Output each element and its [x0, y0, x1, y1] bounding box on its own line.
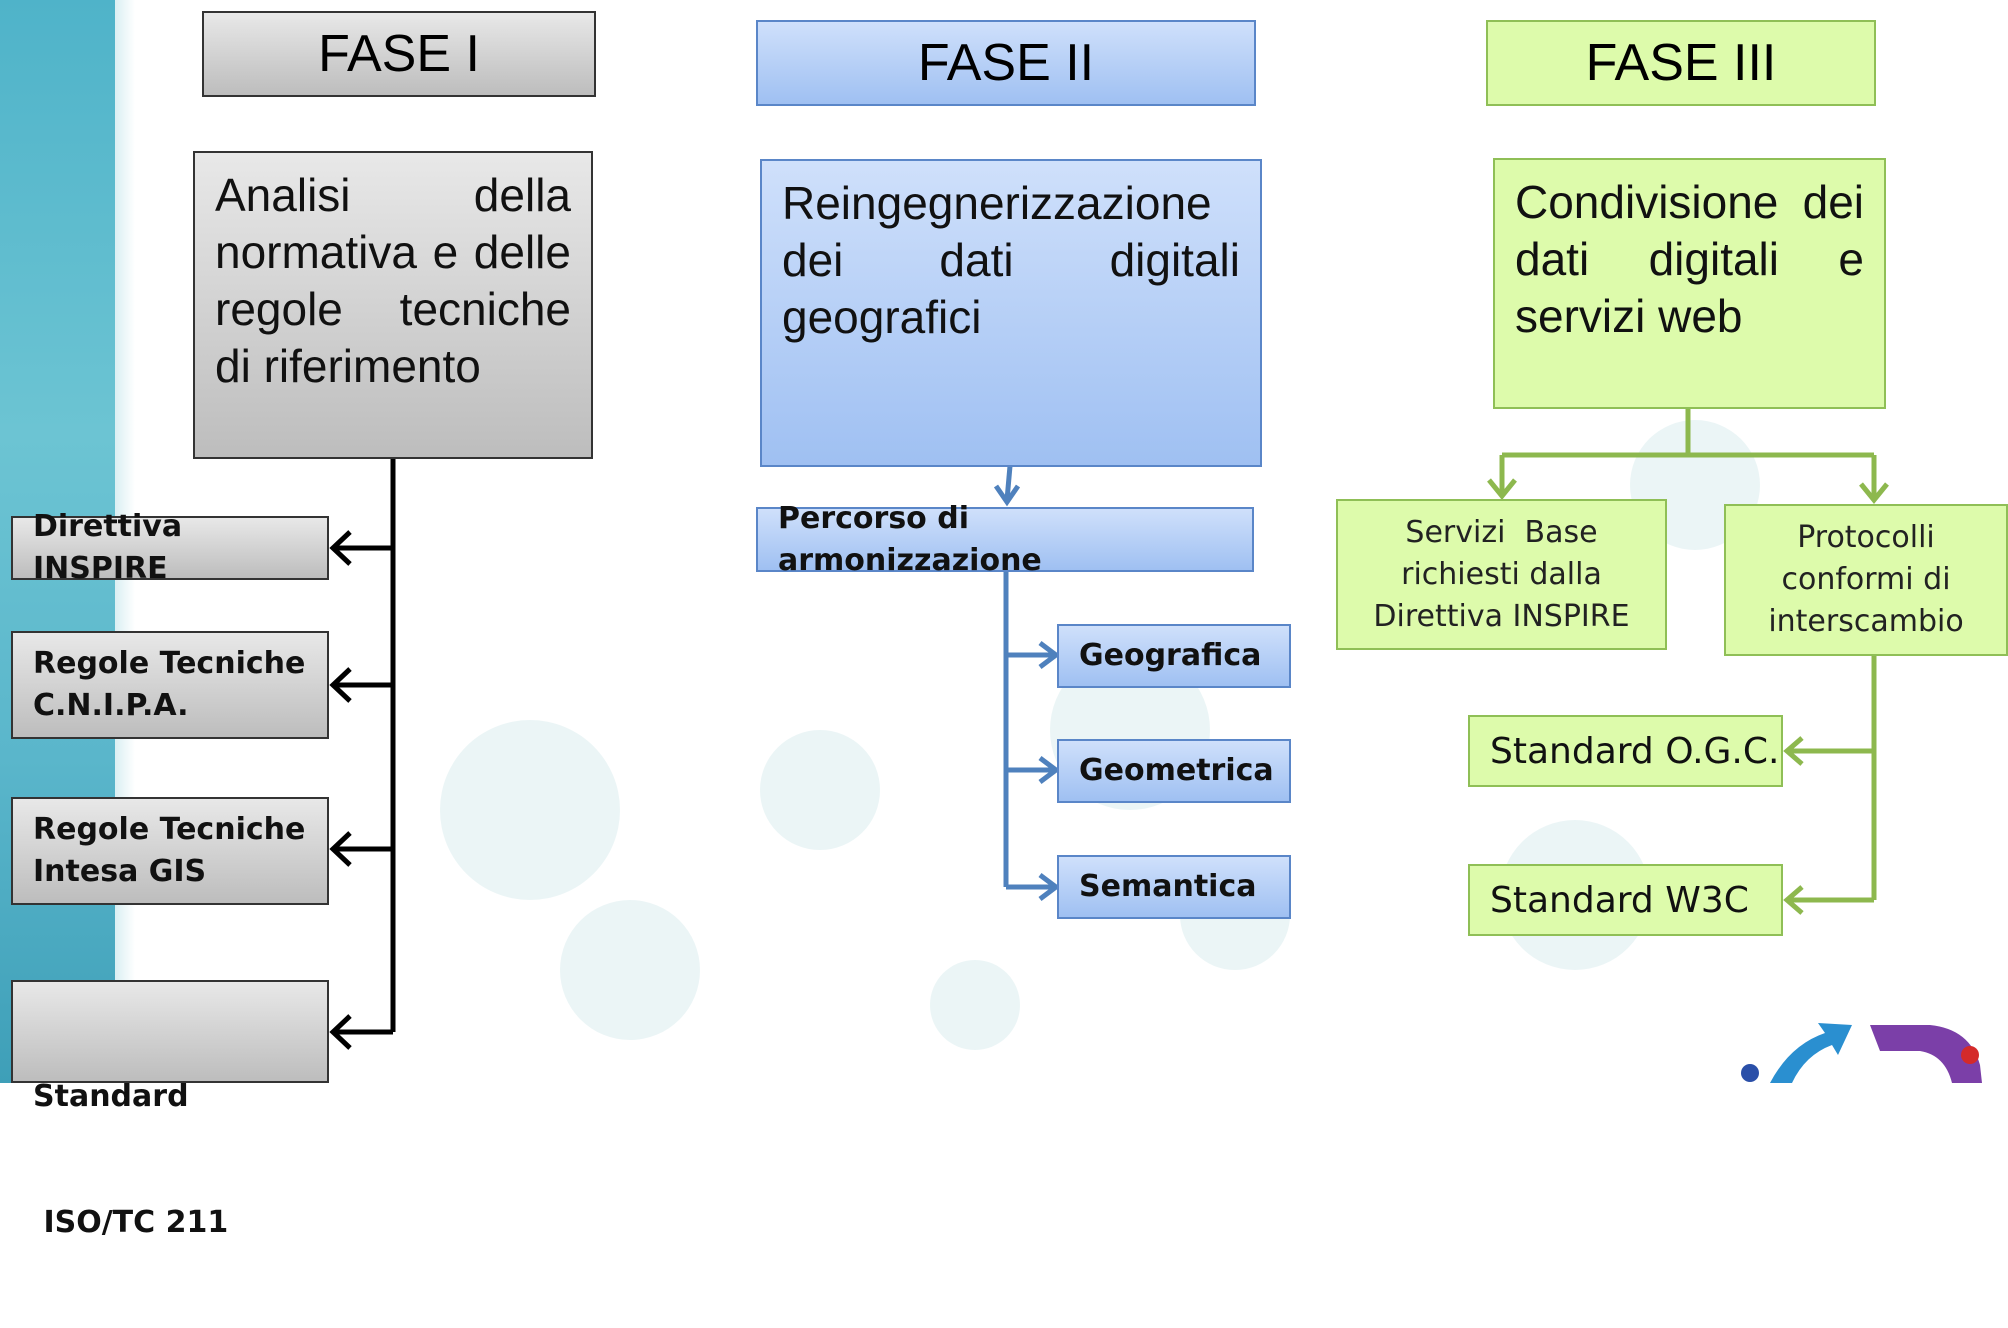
background-bubble	[930, 960, 1020, 1050]
phase3-protocols-label: Protocolli	[1797, 520, 1935, 555]
phase1-item-inspire: Direttiva INSPIRE	[11, 509, 329, 586]
phase2-item-label: Geografica	[1079, 638, 1262, 673]
phase3-description-box: Condivisione dei dati digitali e servizi…	[1493, 158, 1886, 409]
phase3-description: Condivisione dei dati digitali e servizi…	[1515, 176, 1864, 342]
background-bubble	[560, 900, 700, 1040]
phase1-header: FASE I	[202, 11, 596, 97]
phase1-item-label: Direttiva INSPIRE	[33, 509, 183, 586]
connector-lines	[329, 408, 1889, 1050]
phase1-description-box: Analisi della normativa e delle regole t…	[193, 151, 593, 459]
phase2-item-label: Geometrica	[1079, 753, 1274, 788]
phase1-item-label: C.N.I.P.A.	[33, 688, 189, 723]
phase2-item-semantica: Semantica	[1057, 855, 1291, 919]
phase3-services-box: Servizi Base richiesti dalla Direttiva I…	[1336, 499, 1667, 650]
phase2-item-geografica: Geografica	[1057, 624, 1291, 688]
phase2-header-label: FASE II	[917, 34, 1095, 92]
phase2-harmonization-label: Percorso di armonizzazione	[778, 500, 1042, 578]
phase3-standard-label: Standard O.G.C.	[1490, 730, 1780, 772]
phase3-header: FASE III	[1486, 20, 1876, 106]
phase3-protocols-box: Protocolli conformi di interscambio	[1724, 504, 2008, 656]
phase3-services-label: Direttiva INSPIRE	[1373, 598, 1630, 634]
phase2-header: FASE II	[756, 20, 1256, 106]
phase3-protocols-label: interscambio	[1768, 604, 1964, 639]
phase3-services-label: Servizi Base	[1405, 514, 1598, 550]
logo-icon	[1741, 1023, 1982, 1083]
phase3-standard-ogc: Standard O.G.C.	[1468, 715, 1783, 787]
background-bubble	[760, 730, 880, 850]
phase1-description: Analisi della normativa e delle regole t…	[215, 169, 571, 392]
phase1-header-label: FASE I	[318, 25, 480, 83]
phase1-item-intesa-gis: Regole Tecniche Intesa GIS	[11, 797, 329, 905]
phase2-item-geometrica: Geometrica	[1057, 739, 1291, 803]
background-bubble	[440, 720, 620, 900]
phase2-item-label: Semantica	[1079, 869, 1257, 904]
phase3-connectors	[1487, 408, 1889, 915]
phase3-services-label: richiesti dalla	[1401, 556, 1602, 592]
phase2-connectors	[993, 465, 1061, 901]
phase1-item-label: Regole Tecniche	[33, 646, 306, 681]
phase1-item-label: Regole Tecniche	[33, 812, 306, 847]
phase2-description-box: Reingegnerizzazione dei dati digitali ge…	[760, 159, 1262, 467]
phase3-standard-w3c: Standard W3C	[1468, 864, 1783, 936]
phase1-connectors	[329, 458, 396, 1050]
phase3-standard-label: Standard W3C	[1490, 879, 1749, 921]
phase2-harmonization-box: Percorso di armonizzazione	[756, 501, 1254, 578]
phase1-item-label: Intesa GIS	[33, 854, 207, 889]
phase1-item-cnipa: Regole Tecniche C.N.I.P.A.	[11, 631, 329, 739]
phase1-item-label: ISO/TC 211	[33, 1205, 229, 1240]
phase2-description: Reingegnerizzazione dei dati digitali ge…	[782, 177, 1240, 343]
phase3-header-label: FASE III	[1585, 34, 1777, 92]
phase1-item-iso: Standard ISO/TC 211	[11, 980, 329, 1240]
phase3-protocols-label: conformi di	[1781, 562, 1951, 597]
phase1-item-label: Standard	[33, 1079, 189, 1114]
